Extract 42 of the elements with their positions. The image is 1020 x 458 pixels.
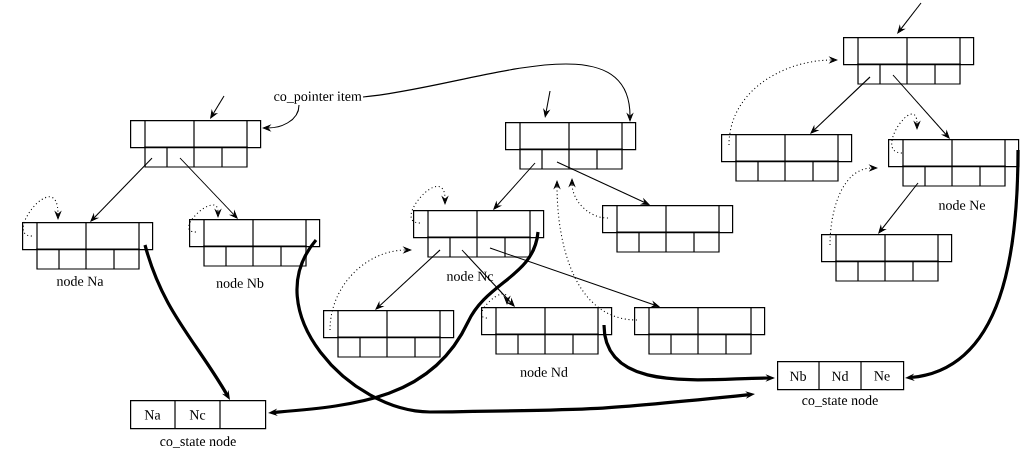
record-box (602, 204, 734, 253)
arrow (878, 182, 919, 234)
arrow (210, 95, 225, 119)
arrow (461, 249, 515, 307)
dotted-arrow (22, 196, 62, 237)
dotted-arrow (188, 204, 222, 233)
arrow (556, 161, 650, 205)
arrow (493, 162, 536, 210)
node-caption: co_state node (158, 434, 238, 450)
record-box (130, 119, 262, 168)
node-caption: co_state node (800, 393, 880, 409)
arrow (543, 90, 551, 118)
node-caption: node Nd (518, 365, 570, 379)
arrow (375, 249, 441, 310)
arrow (362, 63, 634, 122)
dotted-arrow (728, 56, 838, 146)
dotted-arrow (553, 180, 638, 321)
node-caption: node Na (55, 274, 105, 288)
record-box (721, 133, 853, 182)
arrow (489, 247, 660, 308)
state-box: Na Nc (130, 399, 267, 430)
record-box (634, 306, 766, 355)
record-box (323, 309, 455, 358)
node-caption: node Nb (214, 276, 266, 290)
arrow (897, 2, 922, 34)
node-caption: node Ne (937, 198, 987, 212)
arrow (892, 74, 950, 139)
arrow (262, 104, 300, 132)
record-box (843, 36, 975, 85)
dotted-arrow (481, 293, 511, 319)
dotted-arrow (568, 178, 609, 219)
dotted-arrow (329, 246, 412, 331)
pointer-label: co_pointer item (274, 91, 362, 104)
arrow (179, 157, 238, 219)
record-box (505, 121, 637, 170)
arrow (810, 76, 871, 134)
arrow (90, 157, 153, 222)
state-box: Nb Nd Ne (777, 360, 905, 391)
dotted-arrow (891, 113, 921, 154)
dotted-arrow (410, 185, 449, 224)
dotted-arrow (829, 164, 878, 246)
record-box (821, 233, 953, 282)
